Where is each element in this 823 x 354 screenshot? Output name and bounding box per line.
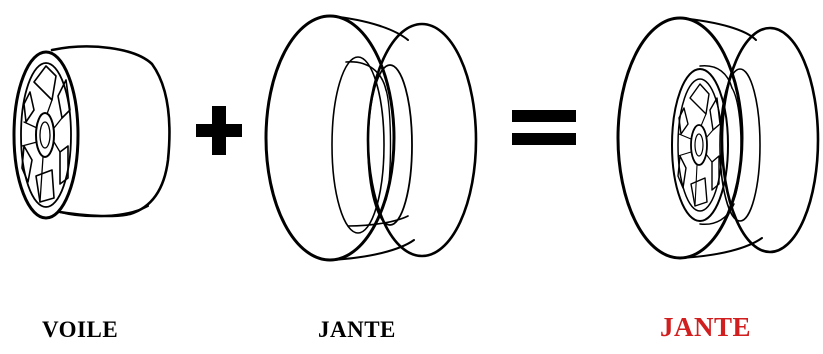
plus-operator — [196, 106, 242, 155]
label-jante-result: JANTE — [660, 312, 752, 342]
label-voile: VOILE — [42, 317, 119, 342]
label-jante: JANTE — [318, 317, 396, 342]
assembled-wheel-icon — [618, 18, 818, 258]
equals-operator — [512, 110, 576, 145]
wheel-rim-icon — [266, 16, 476, 260]
wheel-disc-icon — [14, 46, 169, 218]
